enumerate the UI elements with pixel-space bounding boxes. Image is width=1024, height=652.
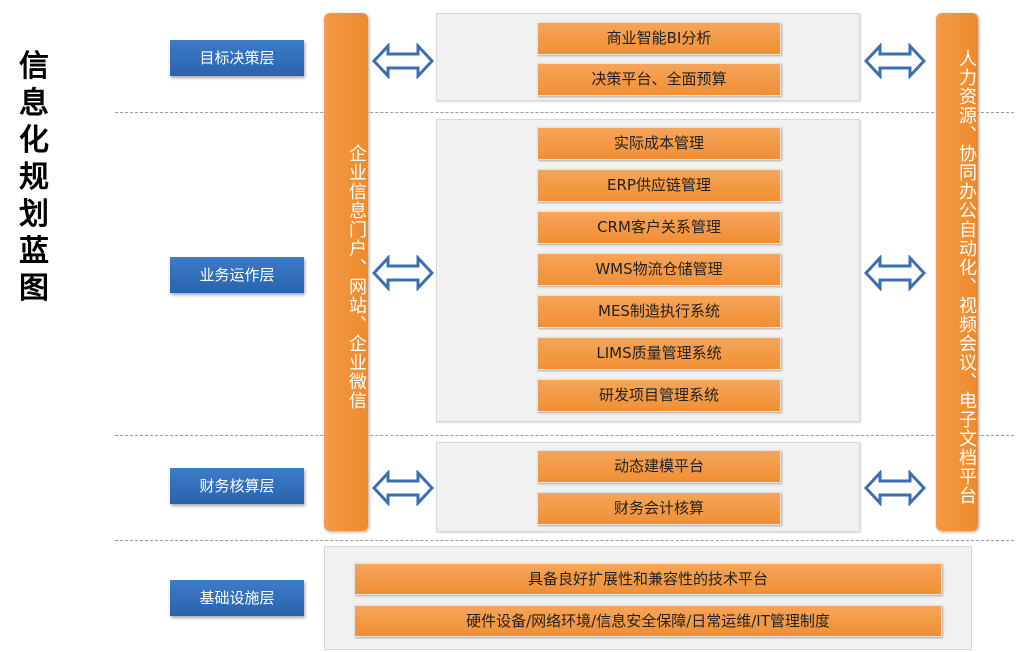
system-box-erp: ERP供应链管理	[537, 169, 781, 202]
system-box-mes: MES制造执行系统	[537, 295, 781, 328]
layer-label-decision: 目标决策层	[170, 40, 304, 76]
double-arrow-icon	[864, 255, 926, 291]
system-box-rd: 研发项目管理系统	[537, 379, 781, 412]
infra-box-platform: 具备良好扩展性和兼容性的技术平台	[354, 563, 942, 595]
layer-label-infrastructure: 基础设施层	[170, 580, 304, 616]
double-arrow-icon	[372, 470, 434, 506]
double-arrow-icon	[372, 43, 434, 79]
separator-3	[115, 540, 1014, 541]
infra-box-hardware: 硬件设备/网络环境/信息安全保障/日常运维/IT管理制度	[354, 605, 942, 637]
system-box-budget: 决策平台、全面预算	[537, 63, 781, 96]
system-box-wms: WMS物流仓储管理	[537, 253, 781, 286]
system-box-cost: 实际成本管理	[537, 127, 781, 160]
page-title: 信息化规划蓝图	[19, 49, 49, 306]
double-arrow-icon	[864, 43, 926, 79]
system-box-accounting: 财务会计核算	[537, 492, 781, 525]
system-box-crm: CRM客户关系管理	[537, 211, 781, 244]
double-arrow-icon	[372, 255, 434, 291]
collaboration-platform-bar: 人力资源、协同办公自动化、视频会议、电子文档平台	[936, 13, 978, 531]
layer-label-finance: 财务核算层	[170, 468, 304, 504]
system-box-modeling: 动态建模平台	[537, 450, 781, 483]
double-arrow-icon	[864, 470, 926, 506]
separator-2	[115, 435, 1014, 436]
enterprise-portal-bar: 企业信息门户、网站、企业微信	[324, 13, 368, 531]
system-box-lims: LIMS质量管理系统	[537, 337, 781, 370]
system-box-bi: 商业智能BI分析	[537, 22, 781, 55]
separator-1	[115, 112, 1014, 113]
layer-label-operation: 业务运作层	[170, 257, 304, 293]
